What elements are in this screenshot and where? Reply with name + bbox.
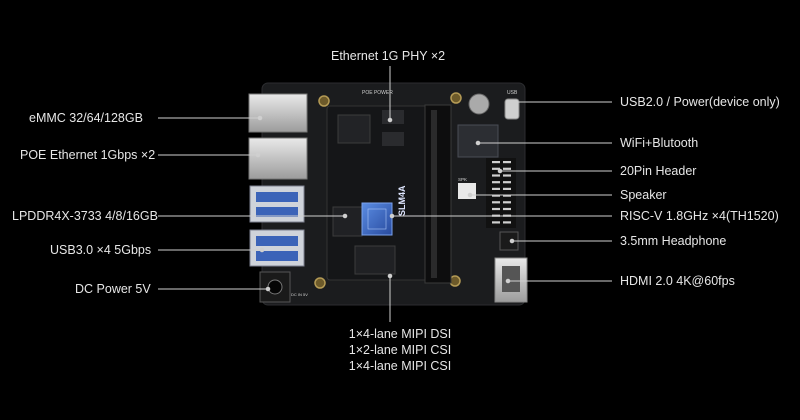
label-mipi-csi-4lane: 1×4-lane MIPI CSI (348, 359, 452, 373)
header-pin (492, 201, 500, 204)
header-pin (492, 194, 500, 197)
label-poe-ethernet: POE Ethernet 1Gbps ×2 (20, 148, 156, 162)
leader-lines (158, 66, 612, 322)
header-pin (503, 174, 511, 177)
header-pin (503, 221, 511, 224)
header-pin (492, 207, 500, 211)
label-usb2-power: USB2.0 / Power(device only) (620, 95, 780, 109)
speaker-connector (458, 183, 476, 199)
emmc-chip (337, 114, 371, 144)
header-pin (492, 174, 500, 177)
label-hdmi: HDMI 2.0 4K@60fps (620, 274, 735, 288)
silk-spk: SPK (458, 177, 467, 182)
label-emmc: eMMC 32/64/128GB (29, 111, 143, 125)
ethernet-port-1 (248, 93, 308, 133)
label-mipi-dsi: 1×4-lane MIPI DSI (348, 327, 452, 341)
module-label: SLM4A (397, 185, 407, 216)
usb-c-port (504, 98, 520, 120)
dimm-slot (424, 104, 452, 284)
speaker-buzzer (468, 93, 490, 115)
label-usb3: USB3.0 ×4 5Gbps (50, 243, 152, 257)
flash-chip (354, 245, 396, 275)
label-pin-header: 20Pin Header (620, 164, 697, 178)
label-ethernet-phy: Ethernet 1G PHY ×2 (331, 49, 446, 63)
label-wifi-bt: WiFi+Blutooth (620, 136, 699, 150)
label-headphone: 3.5mm Headphone (620, 234, 727, 248)
header-pin (503, 187, 511, 190)
label-lpddr: LPDDR4X-3733 4/8/16GB (12, 209, 158, 223)
label-risc-v: RISC-V 1.8GHz ×4(TH1520) (620, 209, 779, 223)
silk-usb: USB (507, 90, 518, 96)
header-pin (492, 161, 500, 164)
header-pin (492, 187, 500, 190)
label-mipi-group: 1×4-lane MIPI DSI 1×2-lane MIPI CSI 1×4-… (0, 326, 800, 374)
header-pin (492, 181, 500, 184)
header-pin (503, 194, 511, 197)
label-mipi-csi-2lane: 1×2-lane MIPI CSI (348, 343, 452, 357)
header-pin (492, 167, 500, 170)
soc-chip (361, 202, 393, 236)
pin-header (486, 158, 516, 228)
silk-dcin: DC IN 5V (291, 292, 308, 297)
ethernet-port-2 (248, 137, 308, 180)
header-pin (492, 221, 500, 224)
label-dc-power: DC Power 5V (75, 282, 151, 296)
header-pin (503, 201, 511, 204)
header-pin (503, 207, 511, 211)
header-pin (503, 167, 511, 170)
silk-poe: POE POWER (362, 90, 393, 96)
lpddr-chip (332, 206, 363, 237)
header-pin (503, 181, 511, 184)
header-pin (503, 161, 511, 164)
label-speaker: Speaker (620, 188, 667, 202)
